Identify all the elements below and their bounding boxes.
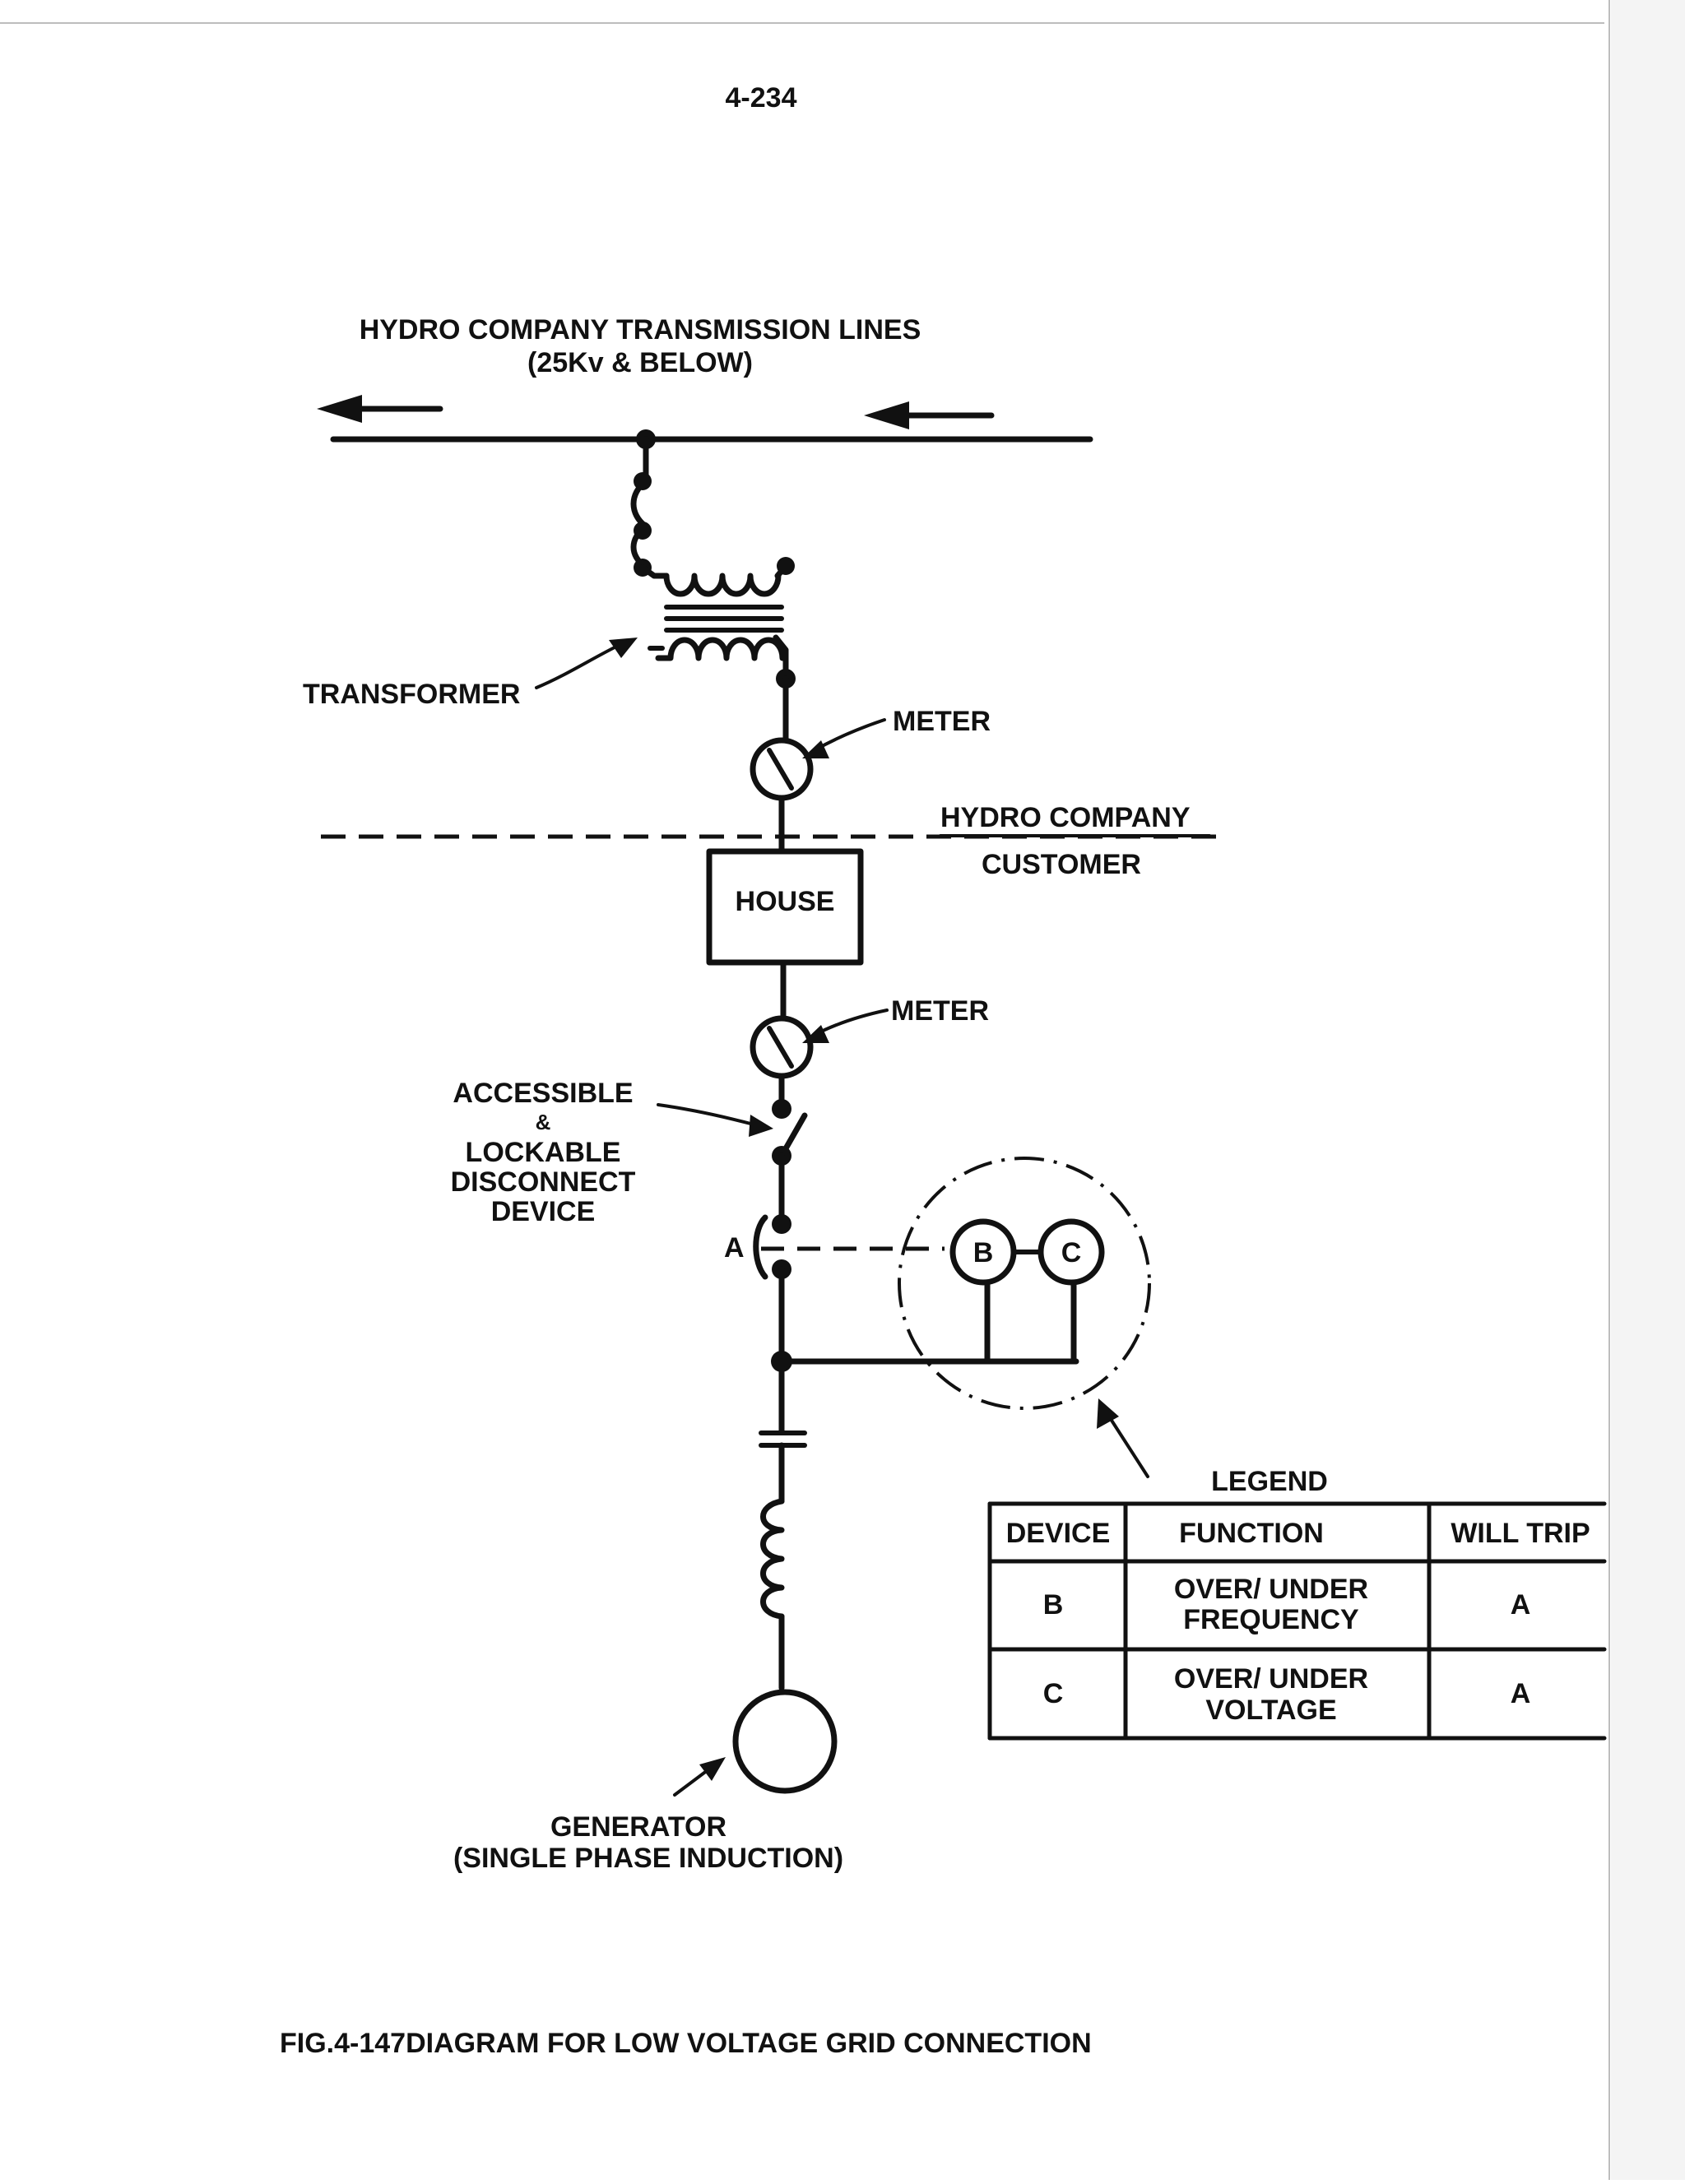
generator-icon [732,1689,838,1794]
generator-type-label: (SINGLE PHASE INDUCTION) [453,1843,843,1874]
breaker-a-icon [753,1214,768,1280]
legend-cell-device: C [1043,1678,1064,1709]
disconnect-label-line: DISCONNECT [451,1166,636,1198]
boundary-customer-label: CUSTOMER [982,849,1141,880]
protection-relay-enclosure [898,1157,1151,1410]
legend-header-function: FUNCTION [1179,1518,1324,1549]
disconnect-label-line: & [536,1110,551,1134]
legend-cell-will-trip: A [1511,1678,1531,1709]
transmission-lines-title: HYDRO COMPANY TRANSMISSION LINES [360,314,921,345]
disconnect-label: ACCESSIBLE & LOCKABLE DISCONNECT DEVICE [451,1078,636,1227]
meter-icon [750,1015,814,1079]
relay-c-label: C [1061,1237,1082,1268]
page-number: 4-234 [726,82,797,114]
fuse-link [630,436,649,571]
pointer-arrow-icon [535,638,638,689]
meter-label-bottom: METER [891,995,989,1027]
legend-cell-function: VOLTAGE [1205,1695,1336,1726]
fuse-dot [634,522,652,540]
legend-cell-function: OVER/ UNDER [1174,1574,1368,1605]
legend-header-device: DEVICE [1006,1518,1111,1549]
boundary-utility-label: HYDRO COMPANY [940,802,1191,833]
meter-label-top: METER [893,706,991,737]
pointer-arrow-icon [802,718,886,758]
scan-right-margin [1611,0,1685,2180]
figure-caption: FIG.4-147DIAGRAM FOR LOW VOLTAGE GRID CO… [280,2028,1092,2059]
generator-label: GENERATOR [550,1811,726,1843]
left-arrow-icon [864,401,995,429]
transformer-label: TRANSFORMER [303,679,520,710]
breaker-contact-dot [772,1214,791,1234]
disconnect-switch-icon [772,1112,808,1166]
legend-table: LEGEND DEVICE FUNCTION WILL TRIP B OVER/… [987,1466,1607,1741]
pointer-arrow-icon [802,1009,889,1043]
legend-cell-will-trip: A [1511,1589,1531,1621]
pointer-arrow-icon [1097,1398,1149,1478]
transformer-icon [639,557,795,682]
pointer-arrow-icon [657,1103,773,1137]
disconnect-label-line: ACCESSIBLE [453,1078,633,1109]
legend-cell-function: OVER/ UNDER [1174,1663,1368,1695]
fuse-dot [634,472,652,490]
legend-cell-device: B [1043,1589,1064,1621]
breaker-a-label: A [724,1232,745,1264]
legend-header-will-trip: WILL TRIP [1451,1518,1590,1549]
meter-icon [750,737,814,801]
transmission-lines-subtitle: (25Kv & BELOW) [527,347,753,378]
legend-title: LEGEND [1211,1466,1328,1497]
switch-contact-dot [772,1099,791,1119]
disconnect-label-line: DEVICE [491,1196,596,1227]
disconnect-label-line: LOCKABLE [466,1137,621,1168]
inductor-icon [760,1498,785,1620]
legend-cell-function: FREQUENCY [1183,1604,1359,1635]
relay-b-label: B [973,1237,994,1268]
left-arrow-icon [317,395,443,423]
house-label: HOUSE [736,886,835,917]
pointer-arrow-icon [673,1757,726,1797]
